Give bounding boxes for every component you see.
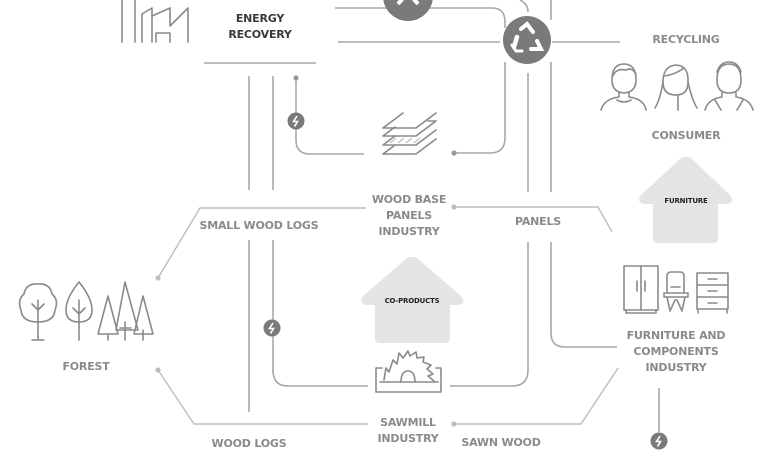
line-forest-to-sawmill — [157, 369, 368, 425]
people-icon — [600, 61, 754, 111]
line-forest-to-panels — [157, 207, 366, 279]
energy-badges — [263, 112, 668, 450]
connector-lines — [155, 0, 660, 432]
circular-saw-icon — [375, 350, 442, 393]
person-icon-man — [600, 63, 647, 111]
flow-small-wood-logs: SMALL WOOD LOGS — [199, 219, 319, 232]
line-panels-to-furniture — [550, 242, 617, 348]
flow-panels: PANELS — [514, 215, 562, 228]
lightning-icon — [650, 432, 668, 450]
furniture-icon — [623, 265, 729, 314]
flow-sawn-wood: SAWN WOOD — [461, 436, 541, 449]
factory-icon — [121, 0, 189, 43]
lightning-icon — [287, 112, 305, 130]
node-wood-base-panels-industry: WOOD BASE PANELS INDUSTRY — [371, 193, 447, 238]
node-energy-recovery: ENERGY RECOVERY — [228, 12, 292, 41]
dresser-icon — [696, 272, 729, 314]
node-recycling: RECYCLING — [652, 33, 720, 46]
output-co-products: CO-PRODUCTS — [384, 297, 440, 305]
furniture-arrow — [639, 156, 733, 243]
line-v2-to-sawmill — [272, 369, 368, 387]
person-icon-woman — [654, 64, 698, 111]
line-sawmill-to-furniture — [454, 367, 619, 425]
line-panels-to-furniture-diag — [454, 206, 613, 233]
recycle-icon — [383, 0, 433, 21]
co-products-arrow — [361, 256, 464, 343]
node-sawmill-industry: SAWMILL INDUSTRY — [377, 416, 439, 445]
person-icon-boy — [704, 61, 754, 111]
node-consumer: CONSUMER — [651, 129, 721, 142]
chair-icon — [663, 271, 689, 312]
line-panels-to-recycle — [454, 62, 506, 154]
node-forest: FOREST — [62, 360, 110, 373]
lightning-icon — [263, 319, 281, 337]
stacked-panels-icon — [382, 112, 437, 155]
line-energy-to-panels — [295, 78, 364, 155]
line-top-curve — [519, 0, 529, 13]
node-furniture-and-components-industry: FURNITURE AND COMPONENTS INDUSTRY — [626, 329, 726, 374]
line-energy-to-recycle — [335, 7, 506, 28]
trees-icon — [18, 281, 154, 341]
flow-wood-logs: WOOD LOGS — [211, 437, 287, 450]
line-panels-to-sawmill — [450, 242, 529, 387]
wardrobe-icon — [623, 265, 659, 314]
output-furniture: FURNITURE — [664, 197, 708, 205]
recycle-icon — [503, 16, 551, 64]
